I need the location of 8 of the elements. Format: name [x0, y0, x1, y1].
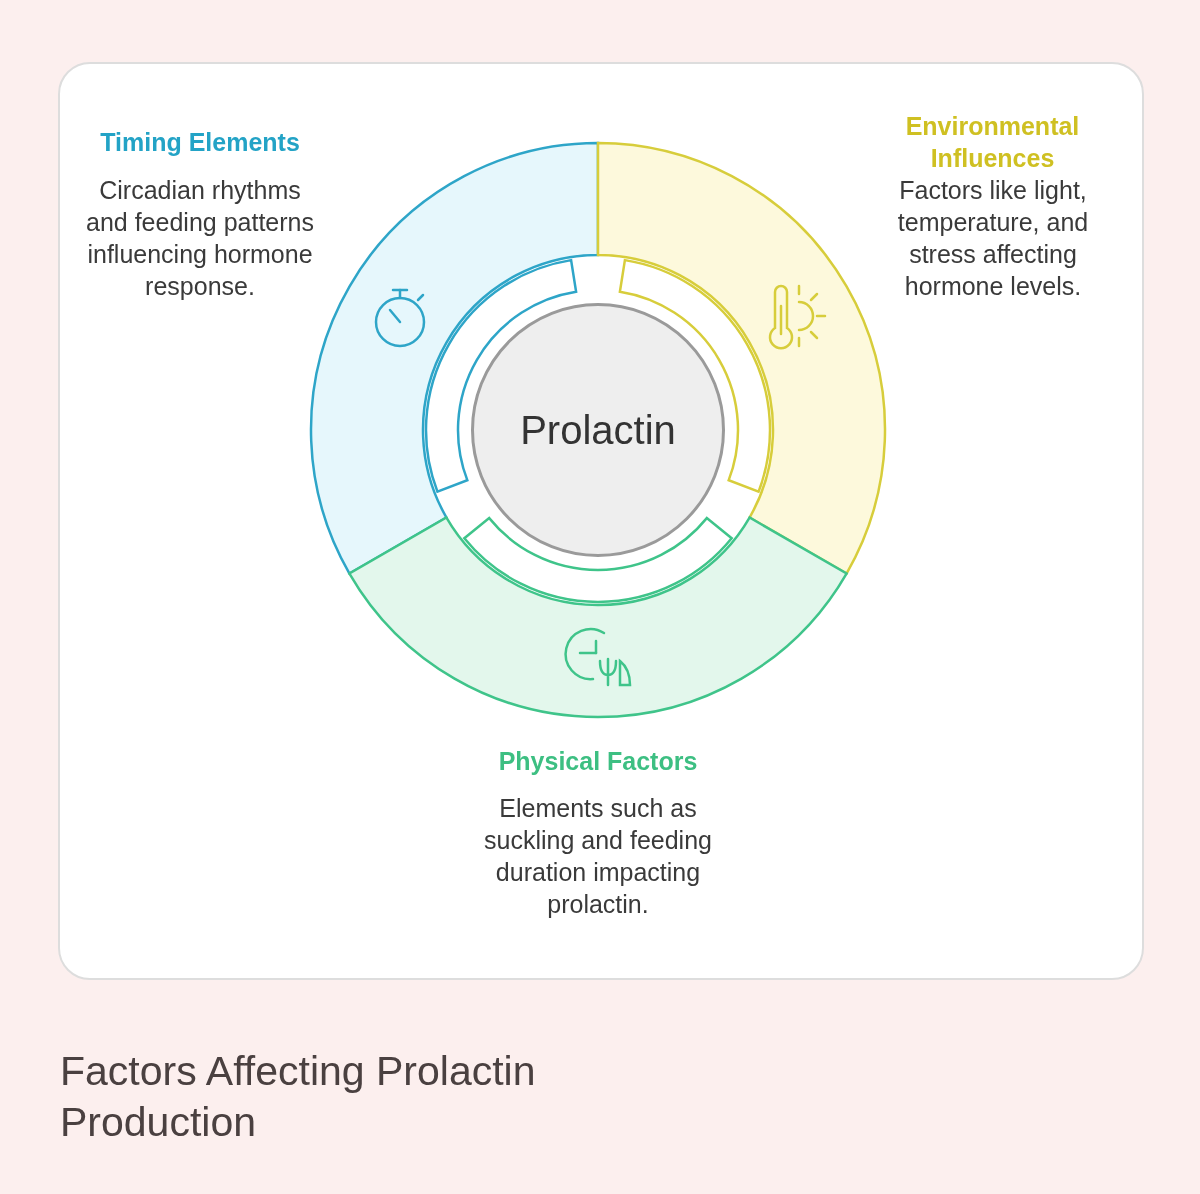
segment-description: Elements such as suckling and feeding duration impacting prolactin. [483, 793, 713, 920]
segment-description: Circadian rhythms and feeding patterns influencing hormone response. [85, 175, 315, 302]
segment-heading: Timing Elements [99, 127, 301, 158]
segment-heading: Environmental Influences [904, 111, 1081, 174]
segment-heading: Physical Factors [497, 746, 699, 777]
segment-description: Factors like light, temperature, and stress affecting hormone levels. [896, 175, 1090, 302]
center-label: Prolactin [520, 407, 676, 453]
diagram-title: Factors Affecting Prolactin Production [60, 1047, 537, 1147]
